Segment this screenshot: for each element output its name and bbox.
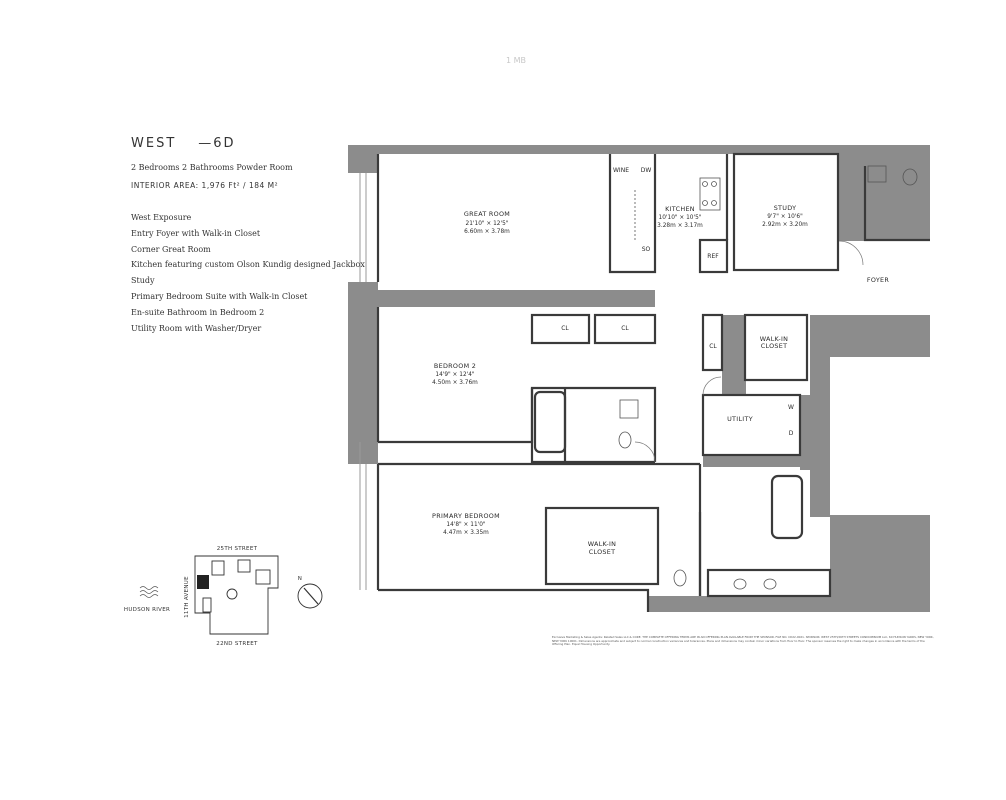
dishwasher-label: DW [641,167,652,174]
feature-item: West Exposure [131,213,192,222]
column-left-top [348,145,378,173]
refrigerator-label: REF [707,253,719,260]
feature-item: Kitchen featuring custom Olson Kundig de… [131,260,365,270]
wall-utility-left [722,315,746,395]
study-metric: 2.92m × 3.20m [762,222,808,228]
kitchen-metric: 3.28m × 3.17m [657,223,703,229]
interior-area: INTERIOR AREA: 1,976 Ft² / 184 M² [131,181,279,190]
building-name: WEST [131,136,177,151]
wall-utility-right [800,395,818,470]
feature-item: Primary Bedroom Suite with Walk-in Close… [131,291,308,301]
feature-item: En-suite Bathroom in Bedroom 2 [131,307,265,317]
compass-north-label: N [298,576,302,582]
page-mark: 1 MB [506,56,527,65]
dryer-label: D [789,430,794,437]
utility-name: UTILITY [727,415,753,423]
legal-disclaimer: Exclusive Marketing & Sales Agents: Rela… [552,635,934,647]
foyer-walkin-line2: CLOSET [761,342,788,350]
bedroom2-imperial: 14'9" × 12'4" [435,372,475,378]
river-waves-icon [139,586,159,598]
feature-item: Utility Room with Washer/Dryer [131,323,262,333]
key-plan-avenue: 11TH AVENUE [184,576,190,618]
kitchen-name: KITCHEN [665,205,695,213]
storage-label: SO [642,246,651,253]
primary-walkin-line1: WALK-IN [588,540,617,548]
wall-bottom [648,596,930,612]
window-lines [359,173,367,590]
closet-label-2: CL [621,325,629,332]
structural-walls [348,145,930,612]
key-plan: 25TH STREET 22ND STREET 11TH AVENUE HUDS… [124,546,323,647]
bedroom2-metric: 4.50m × 3.76m [432,380,478,386]
key-plan-south-street: 22ND STREET [216,641,258,647]
primary-walkin-line2: CLOSET [589,548,616,556]
column-left-low [348,442,378,464]
great-room-imperial: 21'10" × 12'5" [466,221,509,227]
mass-right-upper [810,315,930,357]
key-plan-north-street: 25TH STREET [217,546,258,552]
study-imperial: 9'7" × 10'6" [767,214,803,220]
unit-title: WEST —6D [131,136,236,151]
features-list: West Exposure Entry Foyer with Walk-in C… [131,210,365,336]
closet-label-3: CL [709,343,717,350]
foyer-label: FOYER [867,276,889,284]
feature-item: Study [131,276,155,286]
wall-bedroom2-top [378,290,655,307]
feature-item: Corner Great Room [131,244,211,254]
key-plan-outline [194,555,279,635]
key-plan-unit-marker [197,575,209,589]
bath-fixtures [618,165,918,590]
primary-bedroom-imperial: 14'8" × 11'0" [446,522,486,528]
north-arrow-icon: N [297,576,323,609]
key-plan-river: HUDSON RIVER [124,607,170,613]
door-swings [634,240,864,463]
interior-walls [376,152,930,612]
column-right-cap [860,154,930,166]
wall-top [348,145,930,154]
wall-utility-bottom [703,455,810,467]
unit-number: —6D [198,136,236,151]
kitchen-fixtures [634,177,721,240]
primary-bedroom-name: PRIMARY BEDROOM [432,512,500,520]
kitchen-imperial: 10'10" × 10'5" [659,215,702,221]
closet-label-1: CL [561,325,569,332]
primary-bedroom-metric: 4.47m × 3.35m [443,530,489,536]
bedroom2-name: BEDROOM 2 [434,362,476,370]
foyer-walkin-line1: WALK-IN [760,335,789,343]
mass-right-lower [830,515,930,612]
washer-label: W [788,404,794,411]
great-room-metric: 6.60m × 3.78m [464,229,510,235]
unit-summary: 2 Bedrooms 2 Bathrooms Powder Room [131,163,293,172]
column-left-mid [348,282,378,442]
wine-label: WINE [613,167,629,174]
feature-item: Entry Foyer with Walk-in Closet [131,228,261,238]
great-room-name: GREAT ROOM [464,210,510,218]
study-name: STUDY [774,204,797,212]
